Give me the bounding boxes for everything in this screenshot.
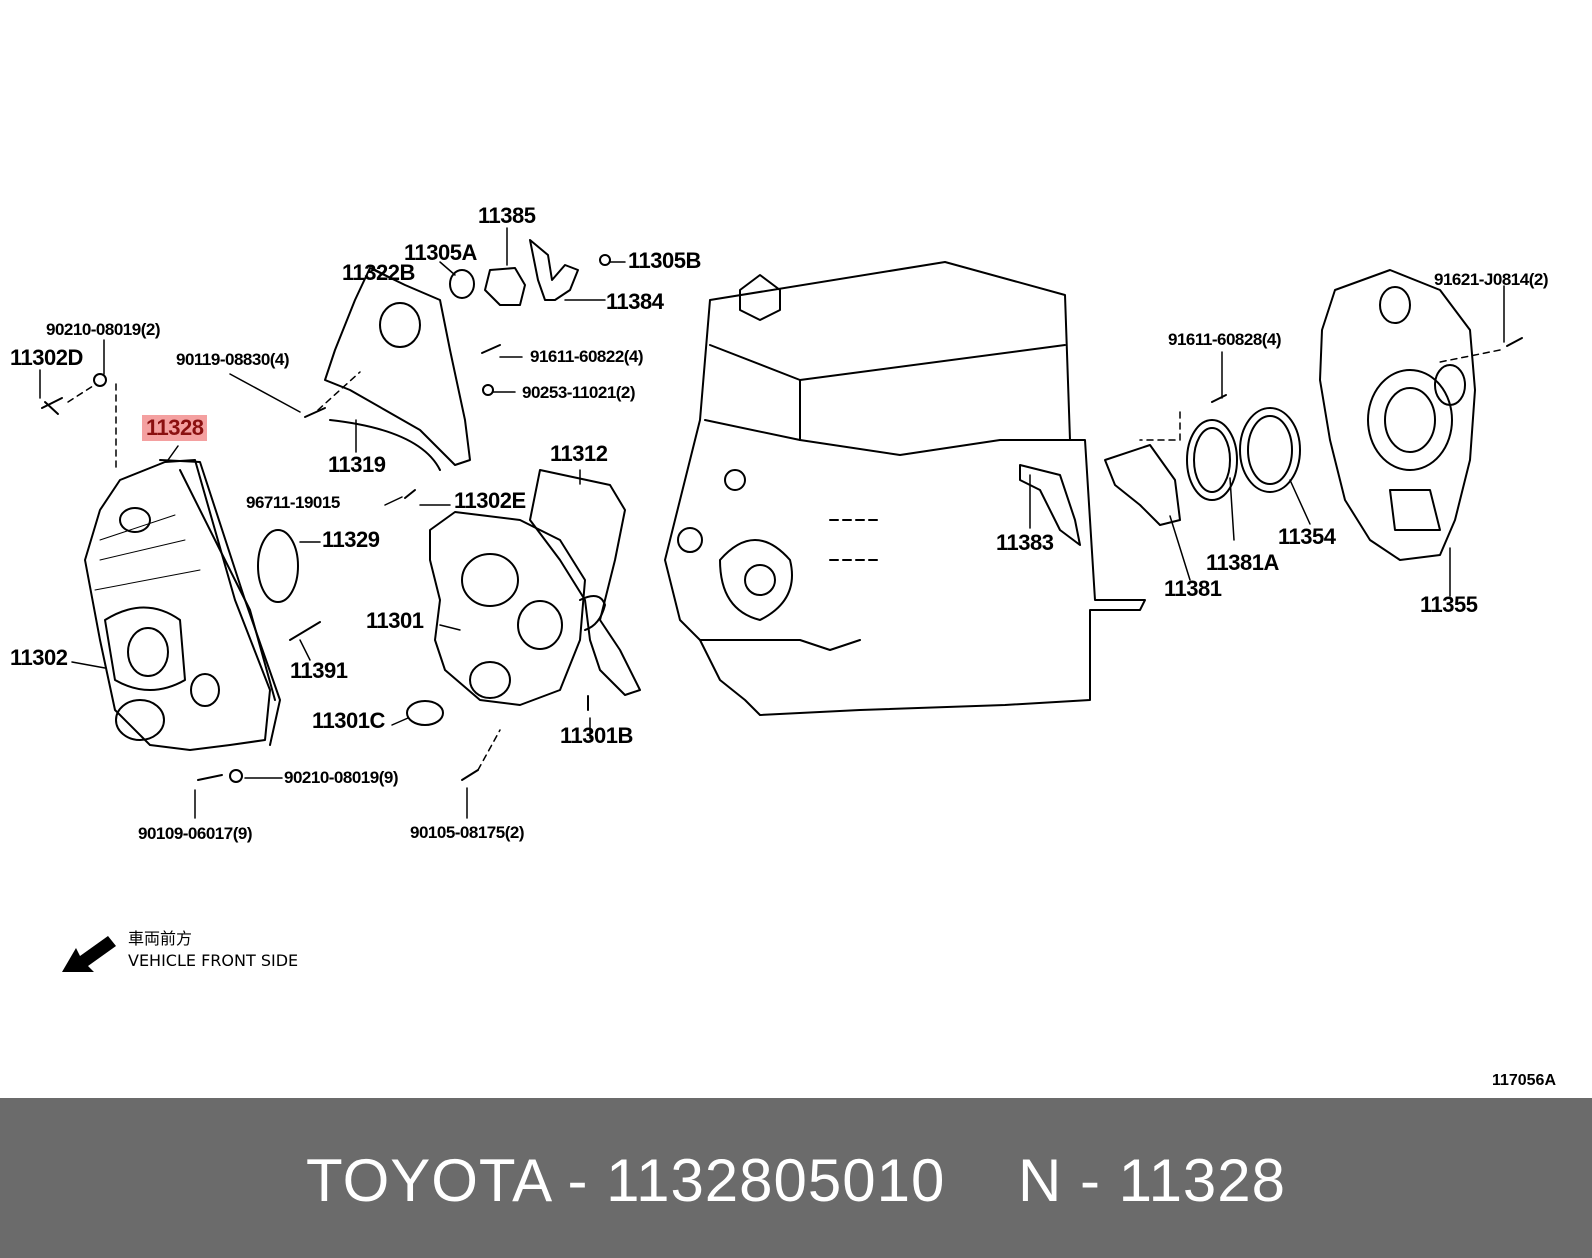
front-note-japanese: 車両前方: [128, 929, 193, 948]
timing-cover-drawing: [84, 459, 281, 751]
upper-cover-drawing: [324, 267, 471, 471]
label-96711-19015: 96711-19015: [246, 493, 340, 512]
leader-lines: [39, 227, 1505, 819]
label-90210-08019-2: 90210-08019(2): [46, 320, 160, 339]
seal-11301C-drawing: [406, 700, 444, 726]
label-11302: 11302: [10, 645, 68, 670]
label-11329: 11329: [322, 527, 380, 552]
vehicle-front-note: 車両前方 VEHICLE FRONT SIDE: [128, 928, 298, 972]
label-11301: 11301: [366, 608, 424, 633]
label-90210-08019-9: 90210-08019(9): [284, 768, 398, 787]
rear-parts-drawing: [1019, 407, 1301, 546]
label-11328-highlighted: 11328: [142, 415, 208, 441]
pin-11391-drawing: [289, 621, 321, 641]
label-11305B: 11305B: [628, 248, 701, 273]
label-11385: 11385: [478, 203, 536, 228]
label-11305A: 11305A: [404, 240, 477, 265]
rear-plate-drawing: [1319, 269, 1476, 561]
footer-part-number: TOYOTA - 1132805010: [306, 1147, 946, 1214]
label-11354: 11354: [1278, 524, 1336, 549]
label-11381A: 11381A: [1206, 550, 1279, 575]
label-11384: 11384: [606, 289, 664, 314]
label-11302D: 11302D: [10, 345, 83, 370]
label-11312: 11312: [550, 441, 608, 466]
engine-block-drawing: [664, 261, 1146, 716]
seal-11305A-drawing: [449, 269, 475, 299]
label-90105-08175-2: 90105-08175(2): [410, 823, 524, 842]
label-11391: 11391: [290, 658, 348, 683]
gasket-11312-drawing: [529, 469, 641, 696]
label-11381: 11381: [1164, 576, 1222, 601]
parts-diagram: [39, 227, 1523, 972]
label-90109-06017-9: 90109-06017(9): [138, 824, 252, 843]
label-91611-60822-4: 91611-60822(4): [530, 347, 644, 366]
gear-housing-drawing: [429, 511, 606, 706]
footer-reference-number: N - 11328: [1018, 1147, 1287, 1214]
label-11355: 11355: [1420, 592, 1478, 617]
label-11322B: 11322B: [342, 260, 415, 285]
footer-bar: TOYOTA - 1132805010 N - 11328: [0, 1098, 1592, 1258]
label-11302E: 11302E: [454, 488, 526, 513]
bolts-drawing: [41, 254, 1523, 783]
label-91611-60828-4: 91611-60828(4): [1168, 330, 1282, 349]
label-11319: 11319: [328, 452, 386, 477]
label-90119-08830-4: 90119-08830(4): [176, 350, 290, 369]
label-90253-11021-2: 90253-11021(2): [522, 383, 636, 402]
seal-11329-drawing: [257, 529, 299, 603]
figure-code: 117056A: [1491, 1072, 1556, 1089]
bracket-drawing: [484, 239, 579, 306]
label-11301B: 11301B: [560, 723, 633, 748]
label-11301C: 11301C: [312, 708, 385, 733]
front-note-english: VEHICLE FRONT SIDE: [128, 951, 299, 970]
arrow-down-left-icon: [62, 936, 116, 972]
label-11383: 11383: [996, 530, 1054, 555]
label-91621-J0814-2: 91621-J0814(2): [1434, 270, 1548, 289]
